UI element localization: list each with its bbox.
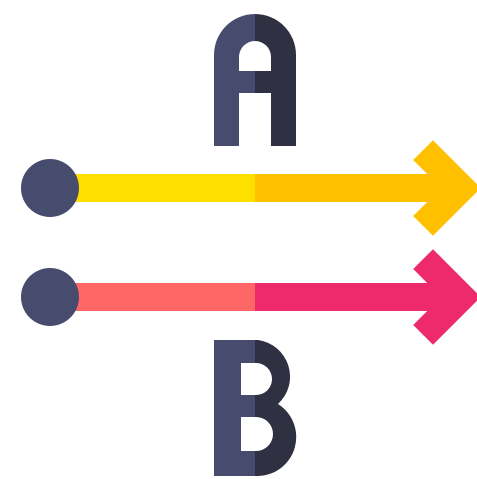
letter-a-left-half	[214, 14, 255, 146]
letter-b-icon: B	[214, 340, 297, 476]
arrow-bottom-head	[413, 249, 477, 345]
arrow-top	[21, 140, 477, 236]
circle-icon	[21, 159, 79, 217]
letter-b-left-half	[214, 340, 255, 476]
arrow-right-icon	[50, 140, 477, 236]
letter-a-right-half	[255, 14, 296, 146]
arrow-top-shaft-right	[255, 174, 456, 202]
arrow-top-head	[413, 140, 477, 236]
arrow-bottom	[21, 249, 477, 345]
letter-a-icon: A	[214, 14, 296, 146]
arrow-top-shaft-left	[50, 174, 255, 202]
arrow-bottom-shaft-left	[50, 283, 255, 311]
arrow-bottom-shaft-right	[255, 283, 456, 311]
arrow-right-icon	[50, 249, 477, 345]
letter-b-right-half	[255, 340, 297, 476]
circle-icon	[21, 268, 79, 326]
